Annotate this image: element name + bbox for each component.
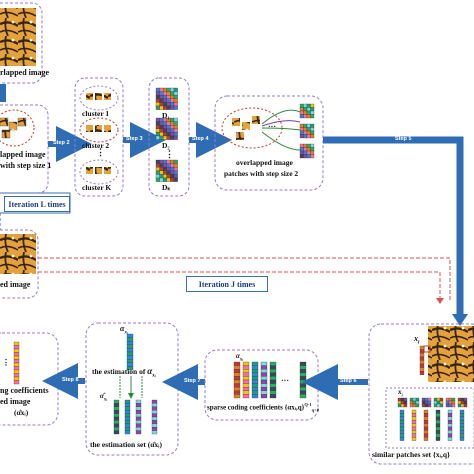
- recon-box: [0, 229, 39, 299]
- sparse-alpha-symbol: αxᵢ: [236, 352, 244, 363]
- overlapped2-patches: [232, 116, 260, 140]
- estimation-vector-3: [135, 399, 142, 435]
- cluster2-ellipse: [79, 117, 119, 143]
- similar-vector-4: [435, 409, 441, 441]
- sparse-vector-2: [242, 361, 250, 399]
- coef-vector: [13, 341, 20, 385]
- dict-DK-label: Dₖ: [162, 183, 171, 192]
- similar-patch-3: [421, 397, 432, 408]
- dictionary-D1-grid: [155, 87, 178, 110]
- step6-label: Step 6: [340, 378, 357, 384]
- clusterK-ellipse: [79, 159, 119, 185]
- alpha-top-symbol: αxᵢ: [120, 324, 128, 336]
- dict-D2-label: D₂: [162, 141, 170, 150]
- iteration-L-box: Iteration L times: [4, 196, 70, 212]
- coef-label-line1: ng coefficients: [0, 386, 49, 395]
- recon-butterfly-image: [0, 234, 36, 274]
- xi-vector: [419, 345, 425, 375]
- estimation-vector-2: [124, 399, 131, 435]
- step2-label: Step 2: [53, 140, 70, 146]
- sparse-vector-5: [269, 361, 277, 399]
- similar-patch-1: [397, 397, 408, 408]
- overlapped2-dict-grid-3: [299, 143, 315, 159]
- dictionary-DK-grid: [155, 159, 178, 182]
- similar-butterfly-image: [428, 326, 474, 382]
- similar-box: [368, 323, 474, 465]
- step5-arrow: [323, 136, 464, 316]
- similar-patch-4: [433, 397, 444, 408]
- coef-label-line2: ed image: [0, 397, 31, 406]
- sparse-vector-1: [233, 361, 241, 399]
- similar-patches-group: [385, 387, 474, 449]
- coef-symbol: (α̂xᵢ): [14, 408, 29, 417]
- similar-vector-3: [423, 409, 429, 441]
- coef-box: [0, 332, 59, 426]
- cluster2-label: cluster 2: [82, 141, 110, 150]
- step8-label: Step 8: [62, 377, 79, 383]
- similar-vector-5: [447, 409, 453, 441]
- similar-vector-1: [399, 409, 405, 441]
- top-image-label: rlapped image: [0, 68, 50, 77]
- similar-vector-6: [459, 409, 465, 441]
- dict-vdots: ⋮: [165, 149, 174, 159]
- xi-symbol-small: xi: [398, 388, 403, 398]
- overlapped1-label-line2: with step size 1: [0, 161, 52, 170]
- overlapped2-label-line2: patches with step size 2: [224, 169, 299, 178]
- estimation-vector-4: [151, 399, 158, 435]
- sparse-vector-4: [260, 361, 268, 399]
- clusters-vdots: ⋮: [96, 147, 105, 157]
- alpha-hat-symbol: α̂xᵢ: [100, 392, 108, 403]
- sparse-vector-last: [299, 361, 307, 399]
- overlapped1-label-line1: lapped image: [0, 150, 46, 159]
- iteration-L-frame: [0, 192, 71, 214]
- overlapped2-links: [261, 109, 301, 151]
- step7-label: Step 7: [184, 378, 201, 384]
- step1-arrow: [0, 84, 6, 102]
- step3-label: Step 3: [126, 136, 143, 142]
- alpha-top-vector: [126, 333, 134, 371]
- overlapped1-patches: [0, 117, 27, 139]
- similar-patch-5: [445, 397, 456, 408]
- estimation-vector-1: [113, 399, 120, 435]
- overlapped1-ellipse: [0, 109, 35, 147]
- top-image-frame: [0, 2, 43, 84]
- top-butterfly-image: [0, 8, 36, 66]
- estimation-set-label: the estimation set (α̂xᵢ): [90, 440, 162, 449]
- overlapped2-dots: ···: [268, 122, 277, 131]
- recon-image-label: ed image: [0, 280, 31, 289]
- cluster1-ellipse: [79, 85, 119, 111]
- xi-symbol: xi: [414, 334, 420, 346]
- dictionaries-box: [148, 77, 190, 197]
- dictionary-D2-grid: [155, 117, 178, 140]
- sparse-vector-3: [251, 361, 259, 399]
- similar-vector-2: [411, 409, 417, 441]
- sparse-coding-label: sparse coding coefficients {αxᵢ,q}Q-1q=0: [207, 402, 319, 413]
- similar-patch-2: [409, 397, 420, 408]
- cluster1-label: cluster 1: [82, 109, 110, 118]
- estimation-of-label: the estimation of αxᵢ: [92, 366, 156, 379]
- iteration-J-box: Iteration J times: [186, 276, 268, 292]
- sparse-dots: ···: [281, 376, 290, 385]
- dict-D1-label: D₁: [162, 111, 170, 120]
- overlapped2-dict-grid-2: [299, 123, 315, 139]
- similar-patch-6: [457, 397, 468, 408]
- similar-patches-label: similar patches set {xᵢ,q}: [372, 450, 450, 459]
- overlapped2-dict-grid-1: [299, 103, 315, 119]
- coef-dots: ⋮: [2, 358, 10, 367]
- step5-label: Step 5: [395, 136, 412, 142]
- step4-label: Step 4: [192, 136, 209, 142]
- iteration-J-loop: [38, 257, 451, 300]
- clusterK-label: cluster K: [82, 183, 112, 192]
- overlapped2-label-line1: overlapped image: [236, 158, 293, 167]
